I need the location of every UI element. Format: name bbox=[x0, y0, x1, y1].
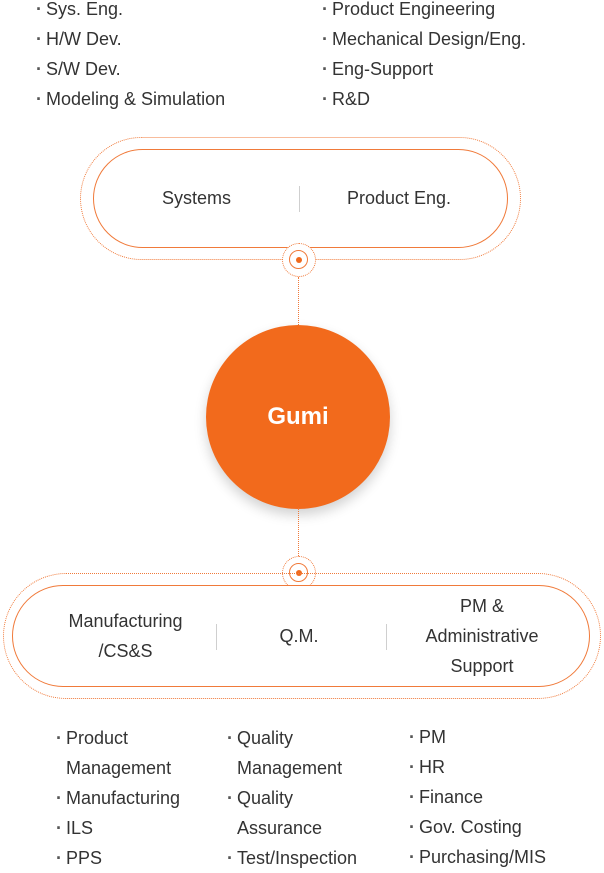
gumi-label: Gumi bbox=[267, 403, 329, 430]
list-item: Quality Management bbox=[227, 723, 377, 783]
bottom-connector-line bbox=[298, 508, 299, 556]
list-item: Finance bbox=[409, 782, 584, 812]
list-item: Product Engineering bbox=[322, 0, 526, 24]
connector-dot bbox=[295, 256, 302, 263]
bottom-list-qm: Quality Management Quality Assurance Tes… bbox=[227, 723, 377, 873]
list-item: Sys. Eng. bbox=[36, 0, 225, 24]
list-item: PPS bbox=[56, 843, 206, 873]
connector-dot bbox=[295, 569, 302, 576]
top-connector-line bbox=[298, 277, 299, 327]
list-item: Gov. Costing bbox=[409, 812, 584, 842]
bottom-list-manufacturing: Product Management Manufacturing ILS PPS bbox=[56, 723, 206, 873]
top-pill: Systems Product Eng. bbox=[93, 149, 508, 248]
bottom-pill-outline bbox=[3, 573, 601, 699]
list-item: PM bbox=[409, 722, 584, 752]
top-left-list: Sys. Eng. H/W Dev. S/W Dev. Modeling & S… bbox=[36, 0, 225, 114]
list-item: Eng-Support bbox=[322, 54, 526, 84]
list-item: Quality Assurance bbox=[227, 783, 377, 843]
top-pill-systems: Systems bbox=[161, 188, 231, 208]
bottom-list-pm-admin: PM HR Finance Gov. Costing Purchasing/MI… bbox=[409, 722, 584, 872]
bottom-pill-qm: Q.M. bbox=[279, 626, 319, 646]
connector-ring bbox=[289, 250, 308, 269]
bottom-pill-pm-admin: PM & Administrative Support bbox=[425, 596, 539, 676]
list-item: R&D bbox=[322, 84, 526, 114]
gumi-circle: Gumi bbox=[206, 325, 390, 509]
list-item: Purchasing/MIS bbox=[409, 842, 584, 872]
list-item: Product Management bbox=[56, 723, 206, 783]
top-pill-divider bbox=[299, 186, 300, 212]
connector-ring bbox=[289, 563, 308, 582]
top-right-list: Product Engineering Mechanical Design/En… bbox=[322, 0, 526, 114]
list-item: HR bbox=[409, 752, 584, 782]
list-item: Manufacturing bbox=[56, 783, 206, 813]
list-item: ILS bbox=[56, 813, 206, 843]
list-item: S/W Dev. bbox=[36, 54, 225, 84]
list-item: Modeling & Simulation bbox=[36, 84, 225, 114]
bottom-pill-divider bbox=[216, 624, 217, 650]
bottom-pill: Manufacturing /CS&S Q.M. PM & Administra… bbox=[12, 585, 590, 687]
bottom-pill-manufacturing: Manufacturing /CS&S bbox=[68, 611, 183, 661]
list-item: Test/Inspection bbox=[227, 843, 377, 873]
top-connector-node bbox=[282, 243, 316, 277]
list-item: Mechanical Design/Eng. bbox=[322, 24, 526, 54]
top-pill-product-eng: Product Eng. bbox=[346, 188, 452, 208]
list-item: H/W Dev. bbox=[36, 24, 225, 54]
bottom-pill-divider bbox=[386, 624, 387, 650]
